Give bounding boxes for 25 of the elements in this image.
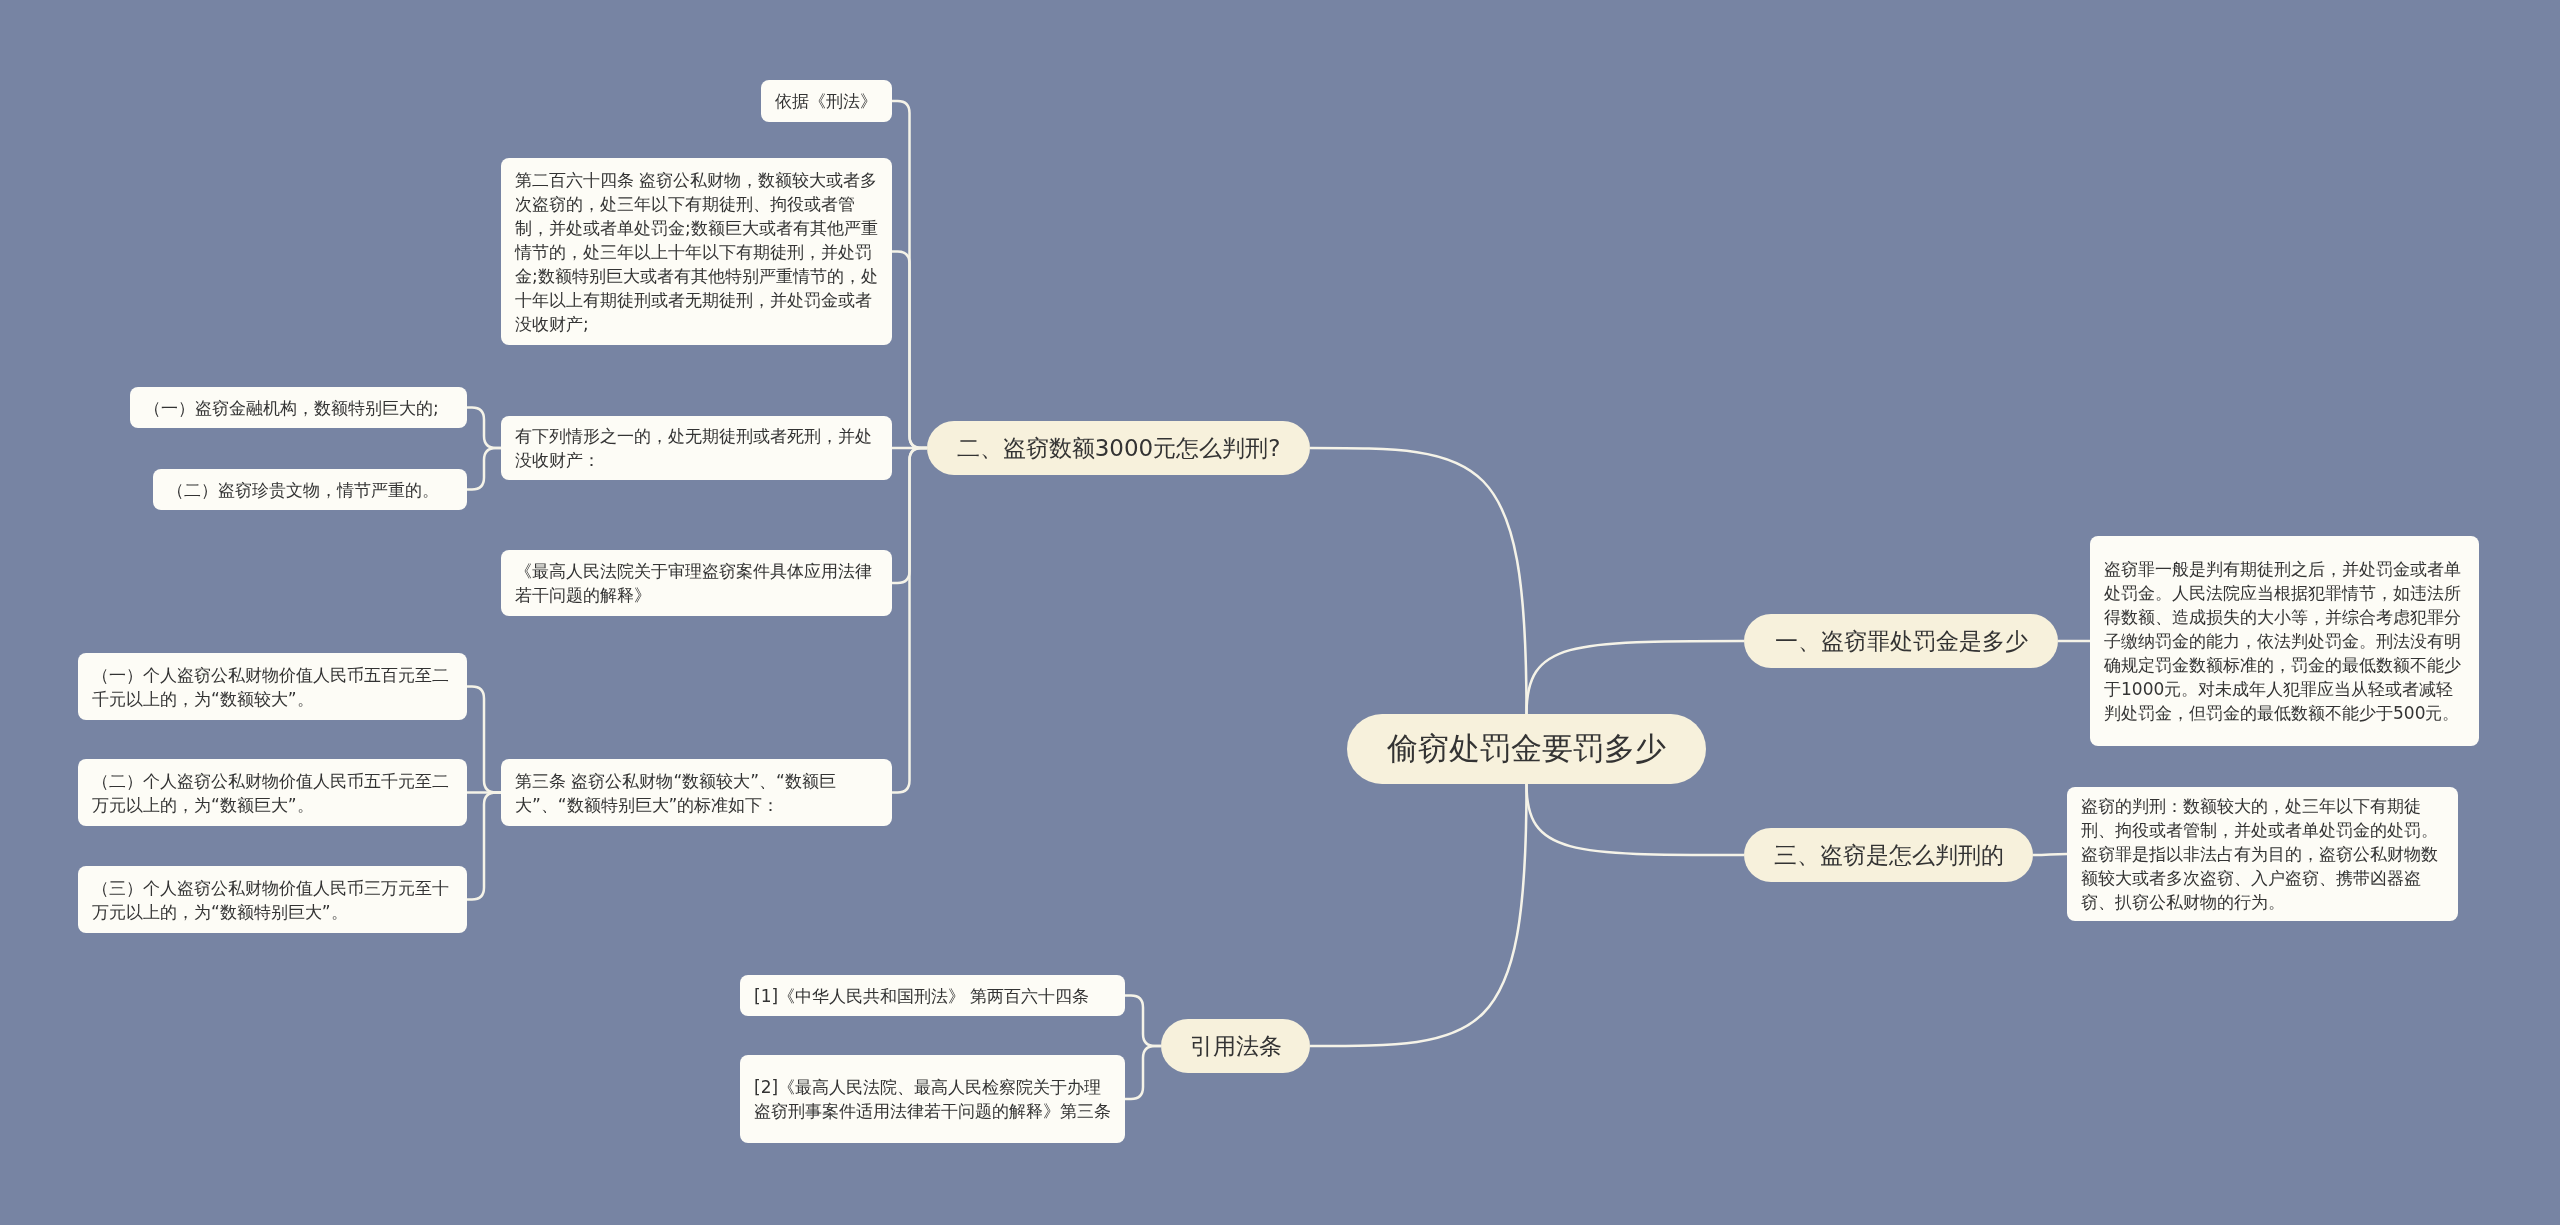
text-box: 有下列情形之一的，处无期徒刑或者死刑，并处没收财产：	[501, 416, 892, 480]
text-box: （一）个人盗窃公私财物价值人民币五百元至二千元以上的，为“数额较大”。	[78, 653, 467, 720]
connector-line	[2058, 639, 2090, 643]
branch-topic: 三、盗窃是怎么判刑的	[1744, 828, 2033, 882]
branch-topic: 引用法条	[1161, 1019, 1310, 1073]
text-box: 《最高人民法院关于审理盗窃案件具体应用法律若干问题的解释》	[501, 550, 892, 616]
connector-line	[467, 446, 501, 491]
connector-line	[1125, 1044, 1161, 1101]
text-box: （三）个人盗窃公私财物价值人民币三万元至十万元以上的，为“数额特别巨大”。	[78, 866, 467, 933]
text-box: 第三条 盗窃公私财物“数额较大”、“数额巨大”、“数额特别巨大”的标准如下：	[501, 759, 892, 826]
central-topic: 偷窃处罚金要罚多少	[1347, 714, 1706, 784]
text-box: 盗窃罪一般是判有期徒刑之后，并处罚金或者单处罚金。人民法院应当根据犯罪情节，如违法所得数额、造成损失的大小等，并综合考虑犯罪分子缴纳罚金的能力，依法判处罚金。刑法没有明确规定罚金数额标准的，罚金的最低数额不能少于1000元。对未成年人犯罪应当从轻或者减轻判处罚金，但罚金的最低数额不能少于500元。	[2090, 536, 2479, 746]
text-box: [1]《中华人民共和国刑法》 第两百六十四条	[740, 975, 1125, 1016]
branch-topic: 一、盗窃罪处罚金是多少	[1744, 614, 2058, 668]
connector-line	[2033, 852, 2067, 857]
text-box: （一）盗窃金融机构，数额特别巨大的;	[130, 387, 467, 428]
connector-line	[1525, 639, 1744, 715]
text-box: [2]《最高人民法院、最高人民检察院关于办理盗窃刑事案件适用法律若干问题的解释》第三条	[740, 1055, 1125, 1143]
text-box: 第二百六十四条 盗窃公私财物，数额较大或者多次盗窃的，处三年以下有期徒刑、拘役或者管制，并处或者单处罚金;数额巨大或者有其他严重情节的，处三年以上十年以下有期徒刑，并处罚金;数额特别巨大或者有其他特别严重情节的，处十年以上有期徒刑或者无期徒刑，并处罚金或者没收财产;	[501, 158, 892, 345]
text-box: （二）盗窃珍贵文物，情节严重的。	[153, 469, 467, 510]
text-box: 依据《刑法》	[761, 80, 892, 122]
text-box: 盗窃的判刑：数额较大的，处三年以下有期徒刑、拘役或者管制，并处或者单处罚金的处罚。盗窃罪是指以非法占有为目的，盗窃公私财物数额较大或者多次盗窃、入户盗窃、携带凶器盗窃、扒窃公私财物的行为。	[2067, 787, 2458, 921]
connector-line	[1310, 784, 1528, 1048]
branch-topic: 二、盗窃数额3000元怎么判刑?	[927, 421, 1310, 475]
text-box: （二）个人盗窃公私财物价值人民币五千元至二万元以上的，为“数额巨大”。	[78, 759, 467, 826]
